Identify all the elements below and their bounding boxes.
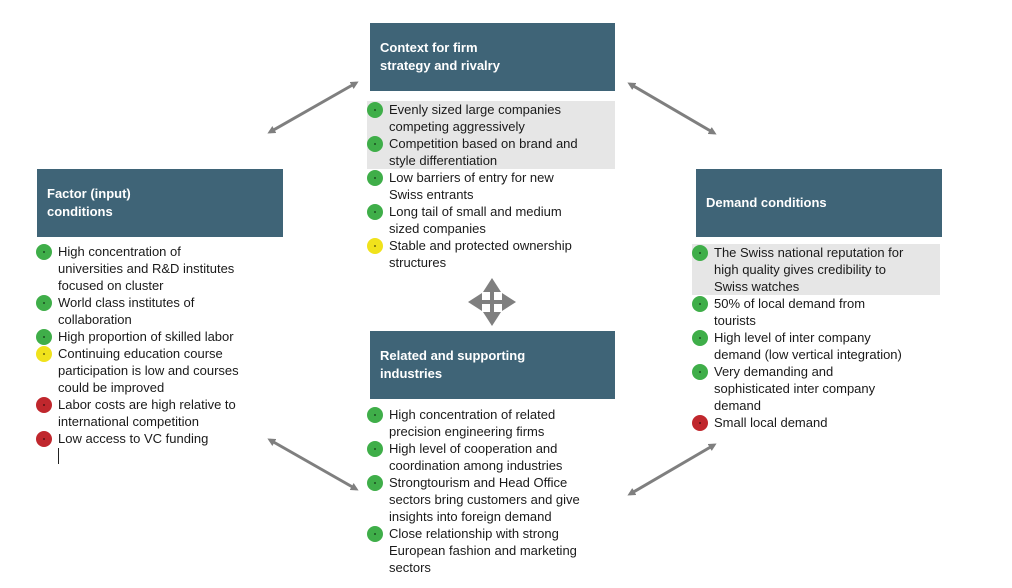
status-dot-green (36, 244, 52, 260)
status-dot-green (367, 475, 383, 491)
related-list: High concentration of related precision … (367, 406, 615, 576)
list-item: High level of inter company demand (low … (692, 329, 940, 363)
list-item: High level of cooperation and coordinati… (367, 440, 615, 474)
status-dot-red (36, 397, 52, 413)
status-dot-red (692, 415, 708, 431)
status-dot-green (692, 245, 708, 261)
factor-title: Factor (input) conditions (47, 186, 131, 219)
status-dot-green (367, 526, 383, 542)
demand-title: Demand conditions (706, 195, 827, 210)
status-dot-green (367, 407, 383, 423)
demand-list: The Swiss national reputation for high q… (692, 244, 940, 431)
list-item: High concentration of universities and R… (36, 243, 276, 294)
list-item: Low access to VC funding (36, 430, 276, 447)
factor-list: High concentration of universities and R… (36, 243, 276, 447)
arrow-factor-related (267, 438, 359, 491)
status-dot-green (692, 364, 708, 380)
context-list: Evenly sized large companies competing a… (367, 101, 615, 271)
related-title: Related and supporting industries (380, 348, 526, 381)
related-header: Related and supporting industries (370, 331, 615, 399)
text-cursor (58, 448, 59, 464)
list-item: Strongtourism and Head Office sectors br… (367, 474, 615, 525)
status-dot-green (367, 441, 383, 457)
list-item: Stable and protected ownership structure… (367, 237, 615, 271)
list-item: Low barriers of entry for new Swiss entr… (367, 169, 615, 203)
list-item: Labor costs are high relative to interna… (36, 396, 276, 430)
list-item: 50% of local demand from tourists (692, 295, 940, 329)
arrow-related-demand (627, 443, 717, 496)
arrow-factor-context (267, 81, 359, 134)
status-dot-green (367, 102, 383, 118)
context-title: Context for firm strategy and rivalry (380, 40, 500, 73)
list-item: Very demanding and sophisticated inter c… (692, 363, 940, 414)
list-item: Small local demand (692, 414, 940, 431)
list-item: World class institutes of collaboration (36, 294, 276, 328)
status-dot-yellow (367, 238, 383, 254)
demand-header: Demand conditions (696, 169, 942, 237)
arrow-context-demand (627, 82, 717, 135)
move-cross-icon (468, 278, 516, 326)
list-item: Continuing education course participatio… (36, 345, 276, 396)
status-dot-green (692, 330, 708, 346)
list-item: The Swiss national reputation for high q… (692, 244, 940, 295)
list-item: Close relationship with strong European … (367, 525, 615, 576)
list-item: High proportion of skilled labor (36, 328, 276, 345)
list-item: Evenly sized large companies competing a… (367, 101, 615, 135)
status-dot-green (692, 296, 708, 312)
status-dot-yellow (36, 346, 52, 362)
status-dot-green (367, 170, 383, 186)
list-item: High concentration of related precision … (367, 406, 615, 440)
status-dot-green (36, 295, 52, 311)
list-item: Long tail of small and medium sized comp… (367, 203, 615, 237)
status-dot-green (36, 329, 52, 345)
status-dot-red (36, 431, 52, 447)
context-header: Context for firm strategy and rivalry (370, 23, 615, 91)
list-item: Competition based on brand and style dif… (367, 135, 615, 169)
status-dot-green (367, 136, 383, 152)
factor-header: Factor (input) conditions (37, 169, 283, 237)
status-dot-green (367, 204, 383, 220)
